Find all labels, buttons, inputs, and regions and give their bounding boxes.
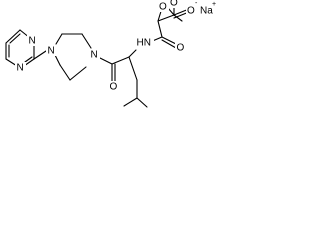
svg-text:O: O [187,6,195,17]
piperazine-ring [54,33,92,81]
alpha-ch2-bond [128,56,138,81]
carboxylate-o-label: O [169,0,180,9]
carbonyl-alpha-bond [111,56,130,65]
svg-text:N: N [29,36,36,47]
amide-nh-label: HN [136,37,154,49]
isobutyl-bond-2 [123,97,138,107]
carbonyl-o1-label: O [108,81,119,93]
carboxylate-charge-label: - [195,0,198,7]
isobutyl-bond-3 [136,97,148,108]
svg-text:O: O [110,82,118,93]
chemical-structure: N N N N O HN O O O O - Na + [5,0,216,108]
svg-text:N: N [48,46,55,57]
piperazine-n2-label: N [89,49,100,61]
pyrimidine-piperazine-bond [33,50,47,60]
svg-text:N: N [91,50,98,61]
svg-text:HN: HN [137,38,151,49]
svg-text:O: O [177,43,185,54]
svg-text:Na: Na [200,6,213,17]
piperazine-n1-label: N [46,45,57,57]
sodium-ion-label: Na + [200,1,216,17]
pyrimidine-n2-label: N [27,35,38,47]
carbonyl-epoxide-bond [157,20,163,38]
svg-text:N: N [17,63,24,74]
carbonyl-o2-label: O [175,42,186,54]
svg-text:O: O [170,0,178,9]
svg-text:O: O [159,2,167,13]
epoxide-o-label: O [158,1,169,13]
sodium-charge-label: + [212,1,216,8]
piperazine-carbonyl-bond [99,57,113,65]
carboxylate-o-minus-label: O - [186,0,198,17]
alpha-amide-bond [128,49,137,58]
pyrimidine-n1-label: N [15,62,26,74]
